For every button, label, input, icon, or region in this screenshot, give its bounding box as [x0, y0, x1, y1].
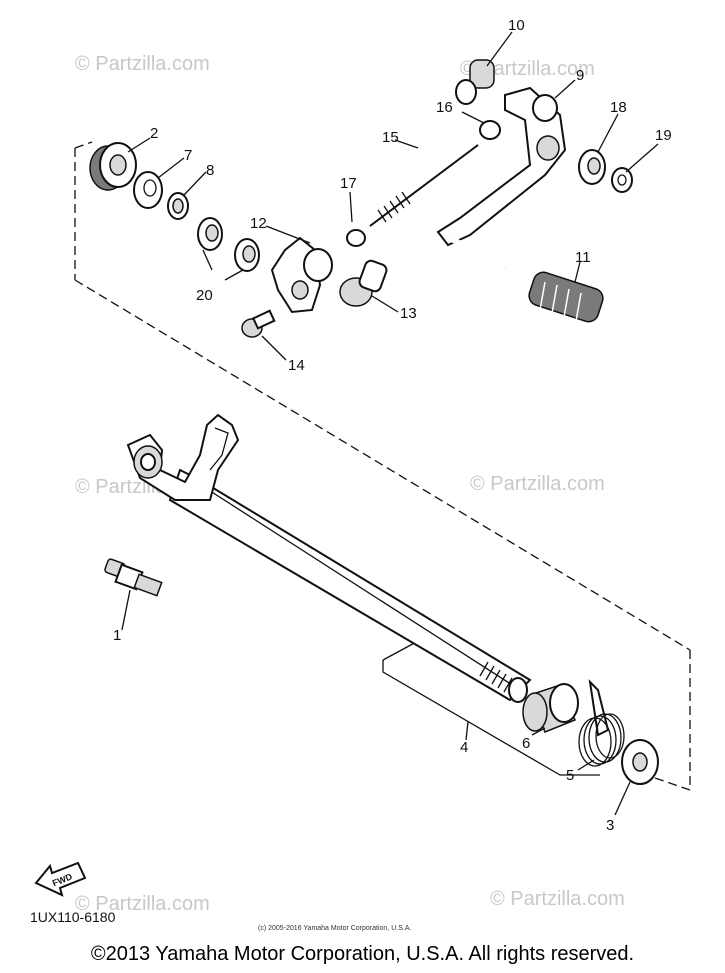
callout-7: 7	[184, 147, 192, 164]
oil-seal-part-2	[89, 142, 137, 191]
watermark: © Partzilla.com	[75, 53, 210, 75]
callout-12: 12	[250, 215, 267, 232]
callout-19: 19	[655, 127, 672, 144]
nut-part-16	[479, 120, 501, 140]
callout-5: 5	[566, 767, 574, 784]
callout-11: 11	[575, 249, 591, 266]
washer-part-3	[621, 739, 659, 785]
callout-1: 1	[113, 627, 121, 644]
fwd-arrow-icon: FWD	[34, 861, 87, 897]
bushings-part-20	[197, 217, 260, 281]
callout-9: 9	[576, 67, 584, 84]
callout-3: 3	[606, 817, 614, 834]
part-code: 1UX110-6180	[30, 909, 116, 925]
shift-arm-assembly	[126, 413, 240, 501]
watermark: © Partzilla.com	[75, 893, 210, 915]
torsion-spring-part-5	[578, 679, 625, 767]
callout-10: 10	[508, 17, 525, 34]
circlip-part-8	[167, 192, 189, 220]
callout-6: 6	[522, 735, 530, 752]
callout-20: 20	[196, 287, 213, 304]
circlip-part-19	[611, 167, 633, 193]
lever-bracket-part-12	[270, 236, 333, 314]
shift-shaft-part-4	[168, 468, 532, 703]
threaded-rod-part-15	[369, 144, 479, 227]
assembly-bracket	[74, 141, 691, 791]
pedal-rubber-part-11	[528, 271, 604, 323]
callout-15: 15	[382, 129, 399, 146]
washer-part-18	[578, 149, 606, 185]
rod-end-part-10	[455, 59, 495, 105]
shift-pedal-part-9	[436, 86, 567, 271]
collar-part-6	[522, 683, 579, 733]
leader-lines	[121, 31, 659, 816]
callout-14: 14	[288, 357, 305, 374]
callout-8: 8	[206, 162, 214, 179]
watermark: © Partzilla.com	[470, 473, 605, 495]
callout-4: 4	[460, 739, 468, 756]
bolt-part-14	[241, 309, 276, 338]
callout-17: 17	[340, 175, 357, 192]
callout-18: 18	[610, 99, 627, 116]
nut-part-17	[346, 229, 366, 247]
stud-bolt-part-1	[104, 558, 163, 597]
copyright-notice: ©2013 Yamaha Motor Corporation, U.S.A. A…	[90, 943, 635, 965]
callout-2: 2	[150, 125, 158, 142]
callout-13: 13	[400, 305, 417, 322]
rod-end-part-13	[339, 259, 388, 307]
callouts: 1 2 3 4 5 6 7 8 9 10 11 12 13 14 15 16 1…	[113, 17, 672, 834]
watermark: © Partzilla.com	[490, 888, 625, 910]
washer-part-7	[133, 171, 163, 209]
callout-16: 16	[436, 99, 453, 116]
legal-small-text: (c) 2005-2016 Yamaha Motor Corporation, …	[258, 925, 411, 932]
